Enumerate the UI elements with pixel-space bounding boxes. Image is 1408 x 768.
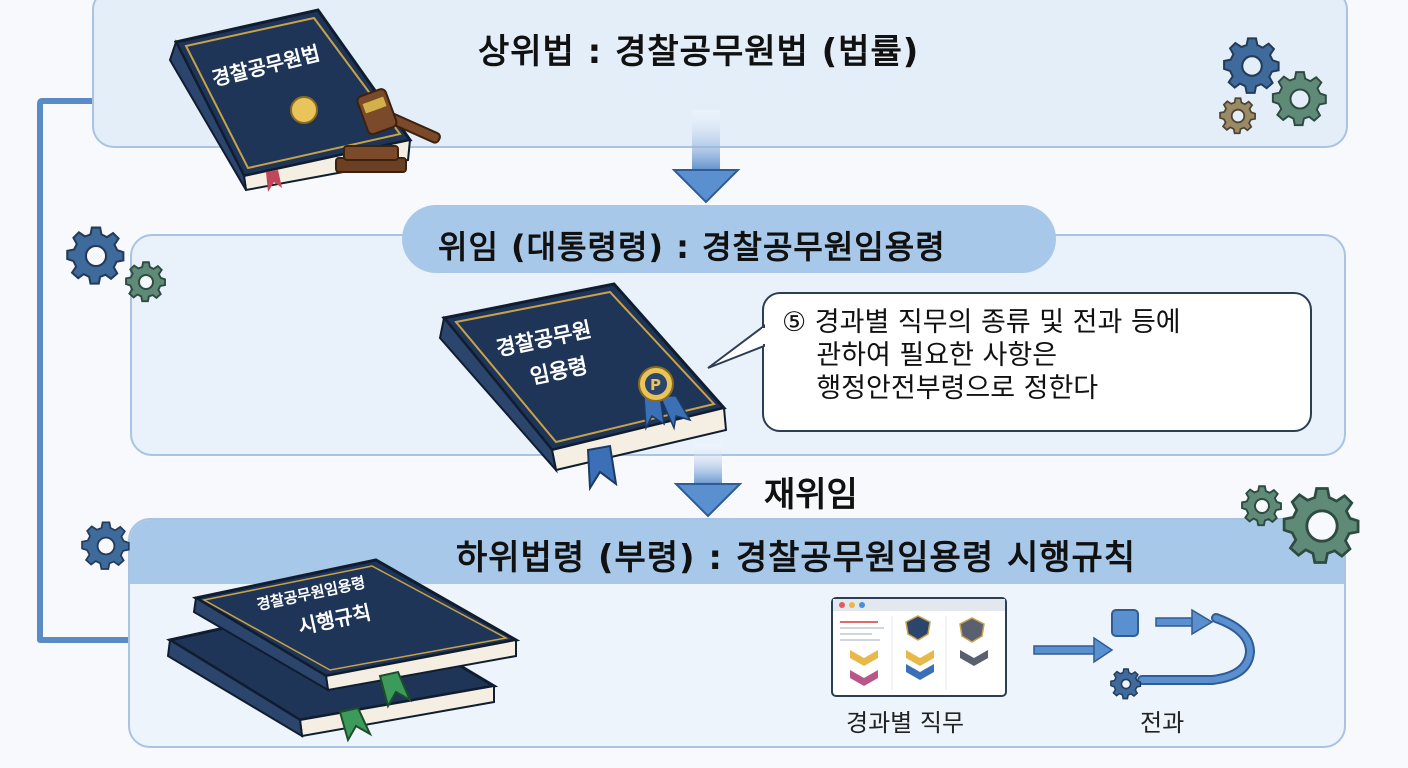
arrow-down-icon: [673, 444, 743, 518]
top-title: 상위법 : 경찰공무원법 (법률): [478, 32, 920, 72]
gear-icon: [66, 226, 125, 285]
gear-icon: [125, 261, 166, 303]
book-icon: 경찰공무원임용령 시행규칙: [166, 558, 521, 743]
transfer-caption: 전과: [1140, 709, 1185, 737]
book-icon: 경찰공무원법: [168, 8, 413, 192]
ribbon-badge-icon: P: [638, 366, 692, 431]
gear-icon: [1219, 97, 1256, 135]
gear-icon: [1241, 485, 1282, 527]
middle-title: 위임 (대통령령) : 경찰공무원임용령: [438, 228, 946, 266]
left-connector-line: [37, 98, 150, 643]
book-icon: 경찰공무원 임용령 P: [438, 282, 728, 492]
callout-box: ⑤ 경과별 직무의 종류 및 전과 등에 관하여 필요한 사항은 행정안전부령으…: [762, 292, 1312, 432]
gear-icon: [81, 521, 130, 570]
gear-icon: [1110, 668, 1142, 700]
chevron-badge-icon: [850, 615, 988, 686]
badge-letter: P: [650, 376, 661, 394]
gavel-icon: [335, 88, 441, 173]
gear-icon: [1223, 37, 1280, 94]
window-icon: [831, 597, 1007, 697]
bottom-title: 하위법령 (부령) : 경찰공무원임용령 시행규칙: [456, 538, 1137, 578]
gear-icon: [1282, 487, 1360, 564]
middle-title-pill: [402, 205, 1056, 273]
re-delegation-label: 재위임: [764, 475, 858, 515]
callout-tail: [707, 324, 765, 369]
gear-icon: [1271, 71, 1327, 127]
arrow-down-icon: [671, 110, 741, 204]
callout-text: ⑤ 경과별 직무의 종류 및 전과 등에 관하여 필요한 사항은 행정안전부령으…: [782, 307, 1181, 404]
duty-caption: 경과별 직무: [846, 709, 965, 737]
flow-arrow-icon: [1033, 608, 1256, 685]
